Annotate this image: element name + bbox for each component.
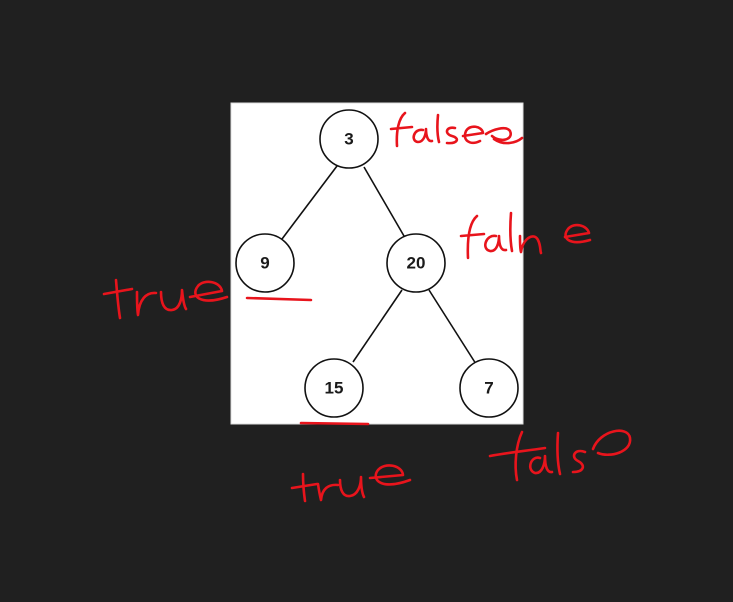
node-circle xyxy=(459,358,519,418)
annotation-false-node-7 xyxy=(488,429,632,482)
node-circle xyxy=(319,109,379,169)
tree-node-20: 20 xyxy=(386,233,446,293)
tree-node-15: 15 xyxy=(304,358,364,418)
edge-3-20 xyxy=(363,166,405,237)
underline-15 xyxy=(299,421,370,426)
annotation-true-node-9 xyxy=(102,278,313,320)
node-label: 15 xyxy=(325,378,344,397)
tree-edges xyxy=(281,165,477,365)
annotation-false-node-3 xyxy=(389,111,524,148)
tree-node-9: 9 xyxy=(235,233,295,293)
node-circle xyxy=(235,233,295,293)
node-label: 3 xyxy=(344,129,353,148)
annotation-true-node-15 xyxy=(290,421,412,503)
edge-20-15 xyxy=(352,289,403,363)
underline-9 xyxy=(245,296,313,302)
tree-node-7: 7 xyxy=(459,358,519,418)
annotation-false-node-20 xyxy=(459,211,592,260)
edge-3-9 xyxy=(281,165,338,240)
node-label: 7 xyxy=(484,378,493,397)
node-label: 9 xyxy=(260,253,269,272)
node-label: 20 xyxy=(407,253,426,272)
tree-node-3: 3 xyxy=(319,109,379,169)
node-circle xyxy=(304,358,364,418)
edge-20-7 xyxy=(428,289,477,365)
node-circle xyxy=(386,233,446,293)
